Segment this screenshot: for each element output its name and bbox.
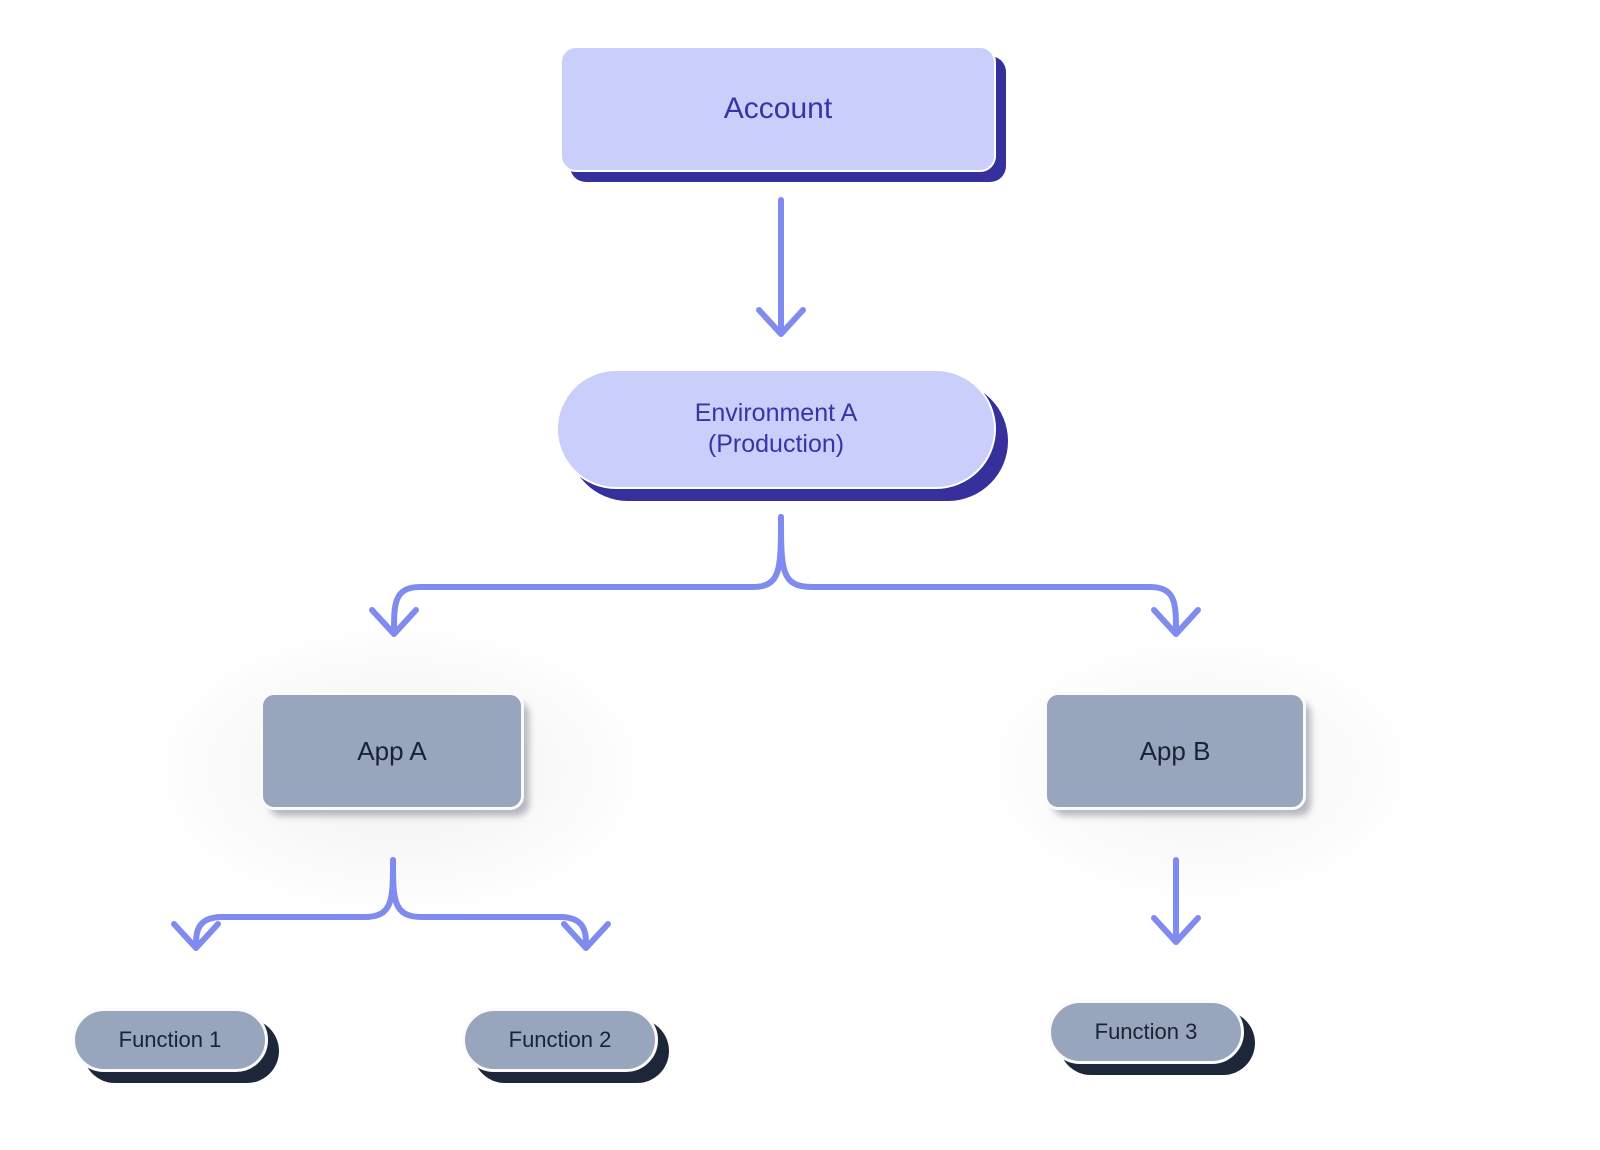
node-function-2[interactable]: Function 2: [462, 1008, 658, 1072]
node-function-3-label: Function 3: [1094, 1019, 1198, 1045]
edge-app-a-to-function-2: [390, 857, 611, 951]
node-app-b-label: App B: [1139, 735, 1211, 766]
node-environment-a[interactable]: Environment A (Production): [556, 369, 996, 489]
node-environment-a-label: Environment A (Production): [694, 398, 858, 459]
node-function-1-label: Function 1: [118, 1027, 222, 1053]
edge-environment-to-app-b: [778, 514, 1201, 637]
edge-app-a-to-function-1: [171, 857, 396, 951]
node-function-3[interactable]: Function 3: [1048, 1000, 1244, 1064]
node-app-a[interactable]: App A: [260, 692, 524, 810]
edge-app-b-to-function-3: [1151, 857, 1201, 945]
node-function-2-label: Function 2: [508, 1027, 612, 1053]
node-account[interactable]: Account: [560, 46, 996, 172]
node-app-a-label: App A: [357, 735, 427, 766]
node-account-label: Account: [723, 92, 833, 126]
edge-environment-to-app-a: [369, 514, 784, 637]
node-app-b[interactable]: App B: [1044, 692, 1306, 810]
edge-account-to-environment: [756, 197, 806, 337]
node-function-1[interactable]: Function 1: [72, 1008, 268, 1072]
